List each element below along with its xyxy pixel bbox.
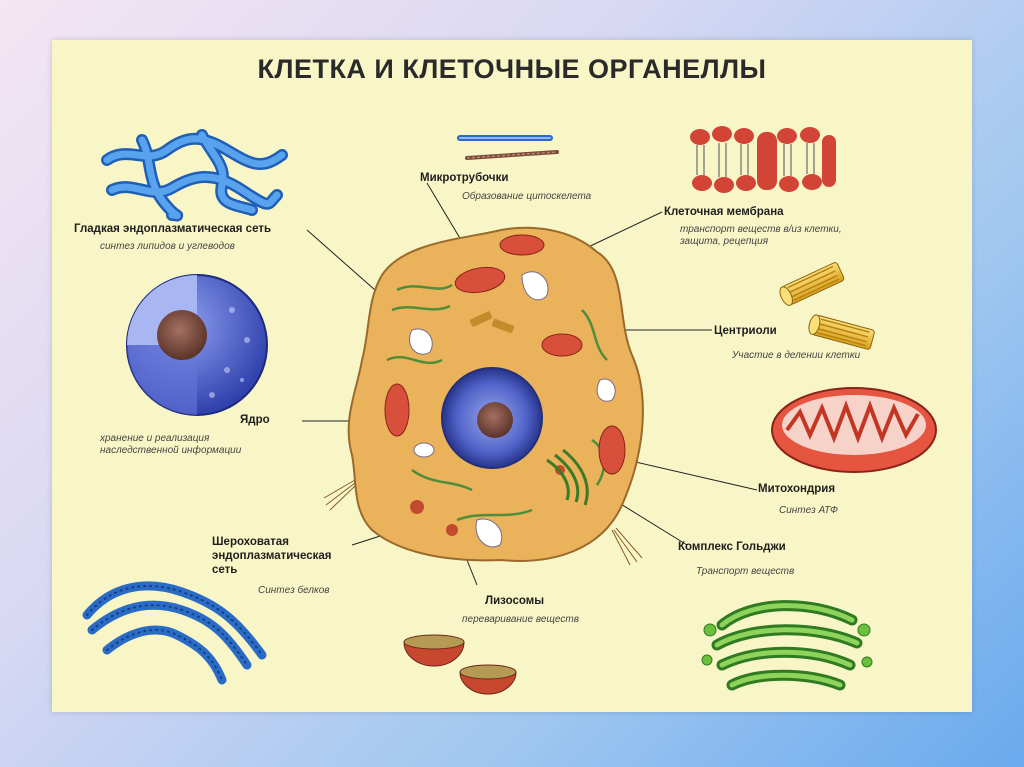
lysosome-illustration [404, 635, 516, 694]
mitochondria-label: Митохондрия [758, 483, 835, 495]
microtubules-function: Образование цитоскелета [462, 191, 591, 203]
nucleus-label: Ядро [240, 414, 270, 426]
smooth-er-illustration [107, 135, 282, 216]
membrane-illustration [690, 126, 836, 193]
rough-er-label-3: сеть [212, 564, 237, 576]
golgi-label: Комплекс Гольджи [678, 541, 786, 553]
mitochondrion-illustration [772, 388, 936, 472]
membrane-function-1: транспорт веществ в/из клетки, [680, 224, 842, 236]
nucleus-illustration [127, 275, 267, 415]
cell-body [324, 228, 643, 565]
mitochondria-function: Синтез АТФ [779, 505, 838, 517]
lysosomes-function: переваривание веществ [462, 614, 579, 626]
membrane-function-2: защита, рецепция [680, 236, 768, 248]
smooth-er-function: синтез липидов и углеводов [100, 241, 235, 253]
rough-er-function: Синтез белков [258, 585, 330, 597]
slide: КЛЕТКА И КЛЕТОЧНЫЕ ОРГАНЕЛЛЫ [52, 40, 972, 712]
nucleus-function-1: хранение и реализация [100, 433, 209, 445]
microtubule-illustration [460, 138, 557, 158]
nucleus-function-2: наследственной информации [100, 445, 241, 457]
rough-er-illustration [87, 586, 262, 680]
lysosomes-label: Лизосомы [485, 595, 544, 607]
rough-er-label-2: эндоплазматическая [212, 550, 331, 562]
golgi-function: Транспорт веществ [696, 566, 794, 578]
membrane-label: Клеточная мембрана [664, 206, 784, 218]
cell-diagram [52, 40, 972, 712]
golgi-illustration [702, 606, 872, 685]
centriole-illustration [777, 262, 874, 350]
centrioles-function: Участие в делении клетки [732, 350, 860, 362]
centrioles-label: Центриоли [714, 325, 777, 337]
rough-er-label-1: Шероховатая [212, 536, 289, 548]
microtubules-label: Микротрубочки [420, 172, 508, 184]
smooth-er-label: Гладкая эндоплазматическая сеть [74, 223, 271, 235]
